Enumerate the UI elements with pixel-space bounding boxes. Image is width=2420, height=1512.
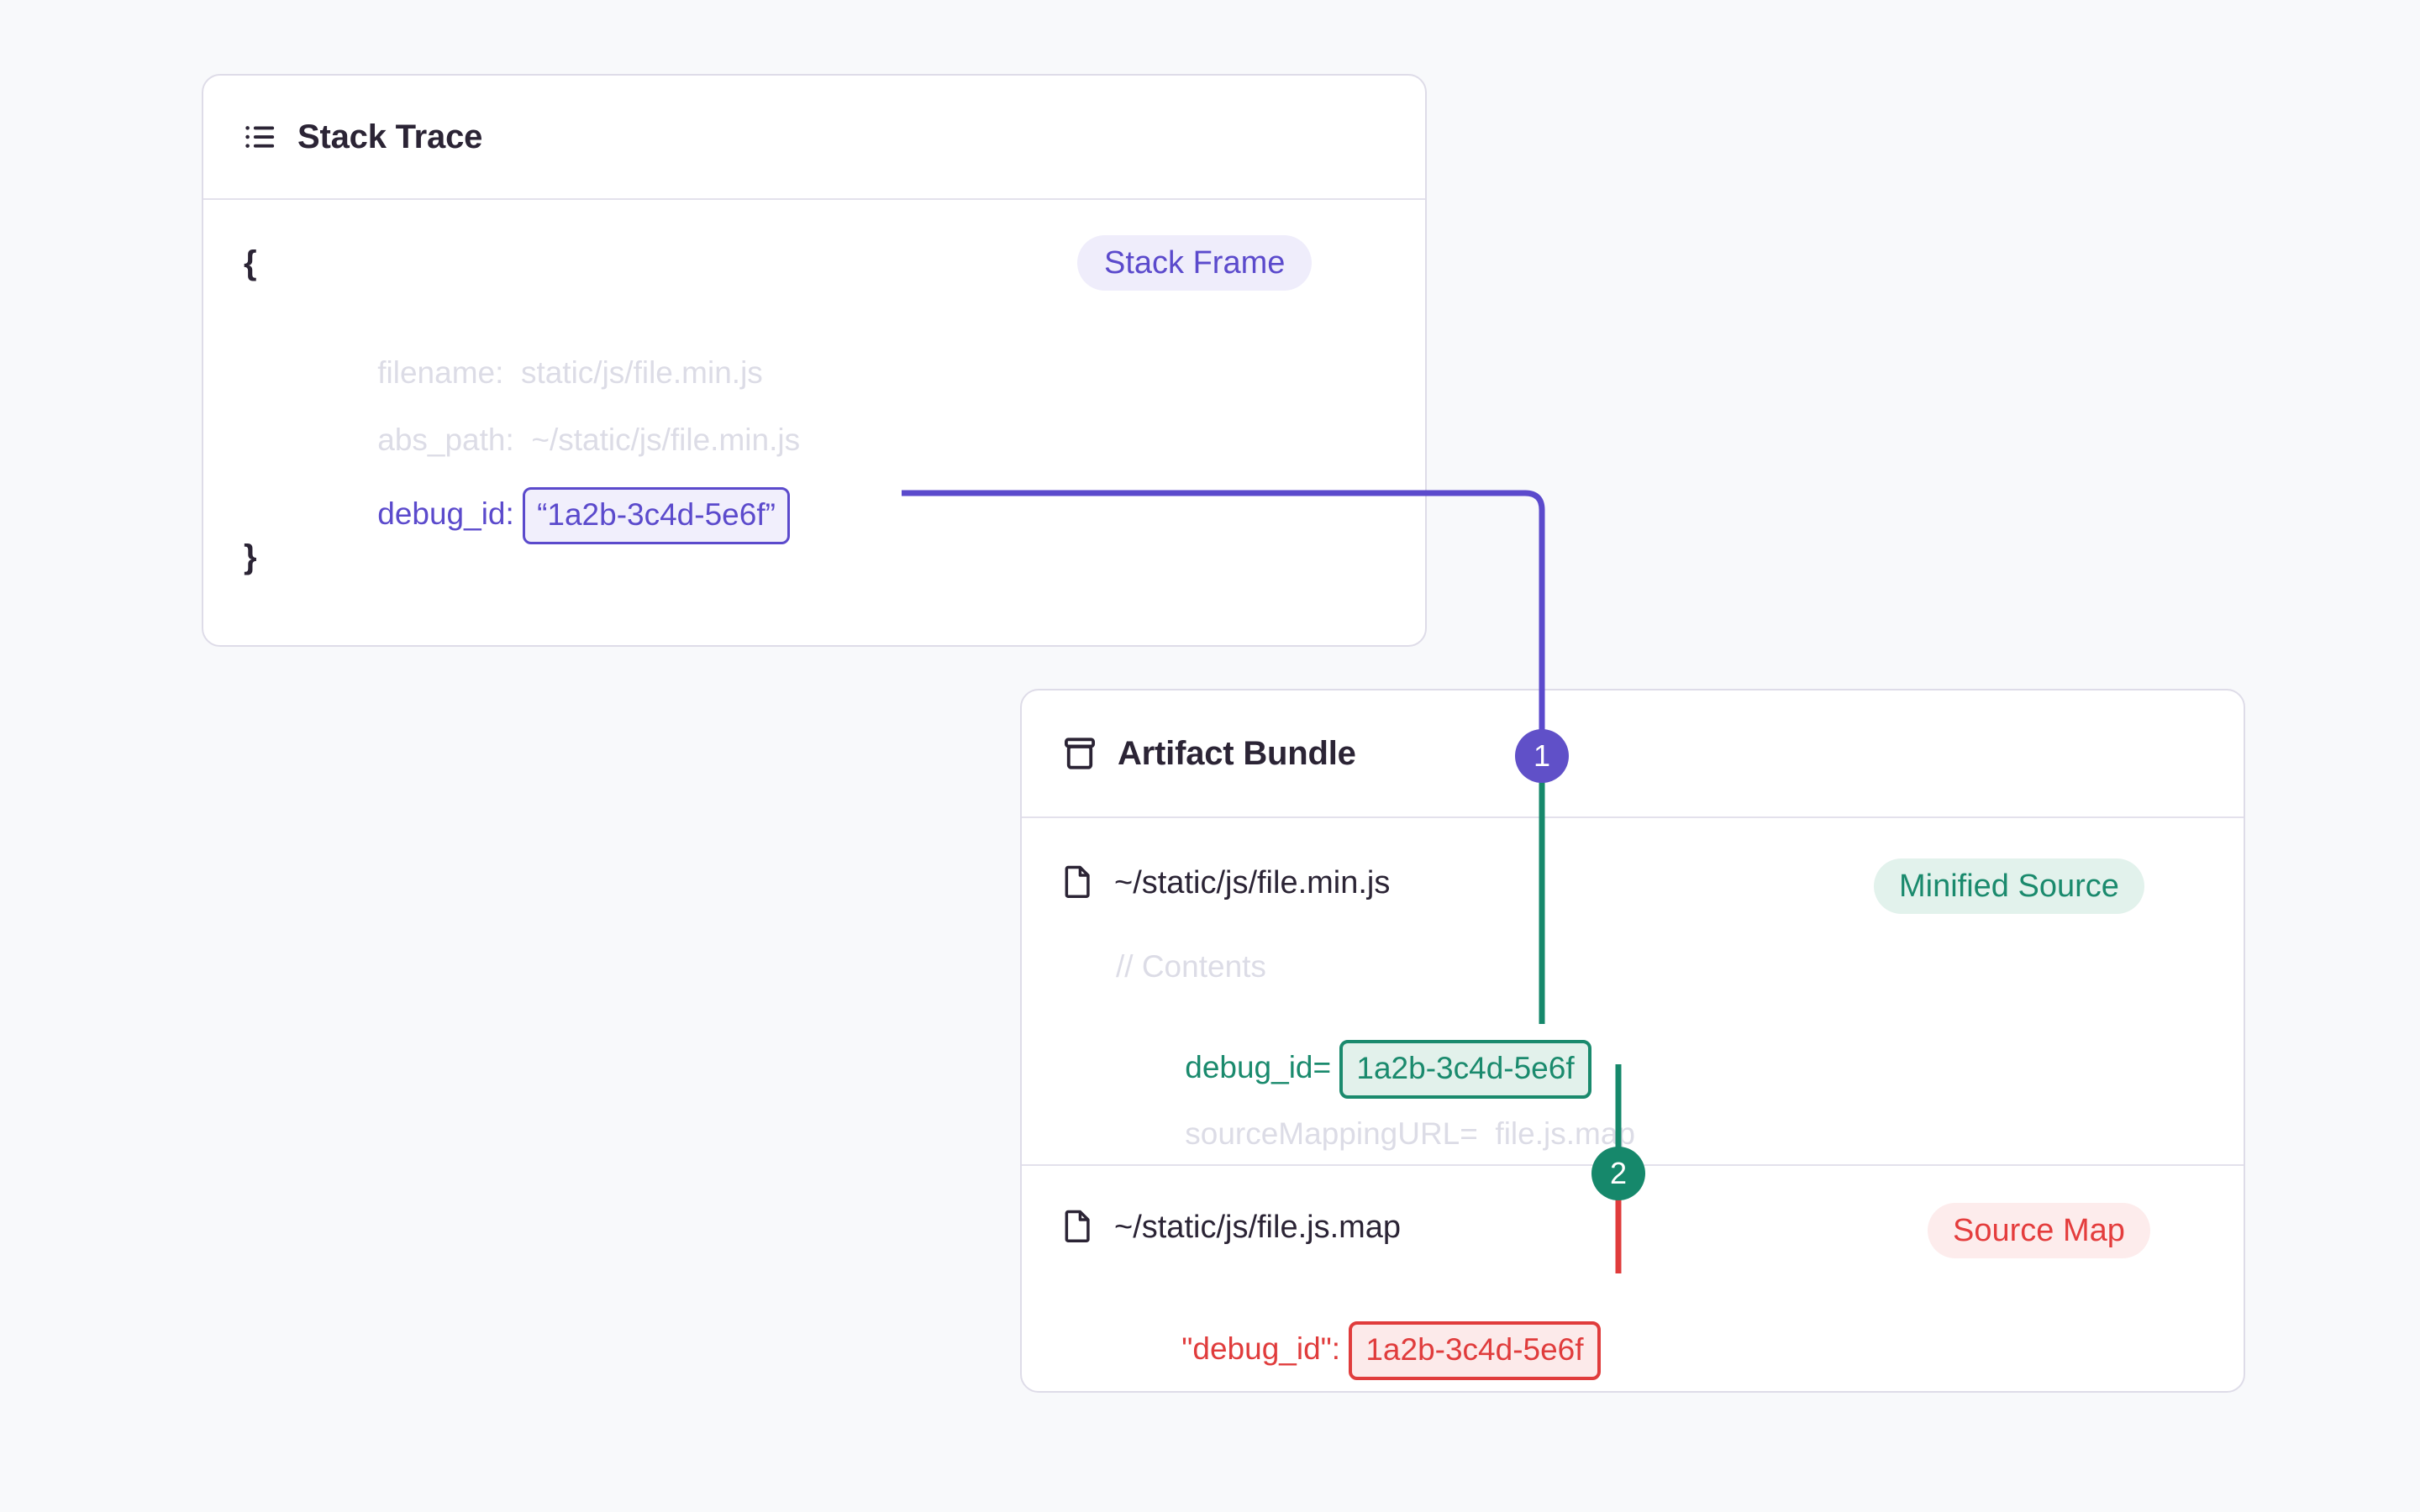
source-mapping-url-line: sourceMappingURL= file.js.map [1116,1087,1635,1180]
artifact-bundle-header: Artifact Bundle [1022,690,2244,818]
source-map-badge: Source Map [1928,1203,2150,1258]
file-icon [1060,864,1096,903]
sourcemap-debug-id-value-chip: 1a2b-3c4d-5e6f [1349,1321,1601,1380]
minified-source-badge: Minified Source [1874,858,2144,914]
minified-debug-id-value-chip: 1a2b-3c4d-5e6f [1339,1040,1591,1099]
artifact-bundle-card: Artifact Bundle ~/static/js/file.min.js … [1020,689,2245,1393]
stack-trace-card: Stack Trace Stack Frame { filename: stat… [202,74,1427,647]
stack-trace-title: Stack Trace [297,118,483,155]
file-icon [1060,1208,1096,1247]
filename-line: filename: static/js/file.min.js [308,326,763,419]
filename-value: static/js/file.min.js [520,355,763,390]
abs-path-value: ~/static/js/file.min.js [531,423,801,457]
archive-box-icon [1060,734,1099,773]
source-map-section: ~/static/js/file.js.map Source Map "debu… [1022,1164,2244,1391]
abs-path-key: abs_path: [377,423,514,457]
artifact-bundle-title: Artifact Bundle [1118,734,1356,772]
minified-file-row: ~/static/js/file.min.js [1060,864,1390,903]
list-icon [242,118,279,155]
abs-path-line: abs_path: ~/static/js/file.min.js [308,393,800,486]
minified-debug-id-line: debug_id= 1a2b-3c4d-5e6f [1116,1009,1591,1130]
step-marker-2: 2 [1591,1147,1645,1200]
stack-trace-body: Stack Frame { filename: static/js/file.m… [203,200,1425,645]
minified-source-section: ~/static/js/file.min.js Minified Source … [1022,818,2244,1164]
debug-id-key: debug_id: [377,496,514,531]
debug-id-line: debug_id: “1a2b-3c4d-5e6f” [308,456,790,575]
minified-debug-id-key: debug_id= [1185,1049,1332,1084]
sourcemap-debug-id-line: "debug_id": 1a2b-3c4d-5e6f [1113,1290,1601,1411]
sourcemap-debug-id-key: "debug_id": [1181,1331,1341,1366]
close-brace: } [244,538,257,575]
debug-id-value-chip: “1a2b-3c4d-5e6f” [523,487,790,544]
minified-file-name: ~/static/js/file.min.js [1114,865,1391,900]
filename-key: filename: [377,355,504,390]
stack-frame-badge: Stack Frame [1077,235,1313,291]
stack-trace-header: Stack Trace [203,76,1425,200]
contents-comment: // Contents [1116,949,1266,984]
step-marker-1: 1 [1515,729,1569,783]
source-mapping-url-value: file.js.map [1495,1116,1635,1151]
open-brace: { [244,244,257,281]
sourcemap-file-name: ~/static/js/file.js.map [1114,1210,1402,1245]
source-mapping-url-key: sourceMappingURL= [1185,1116,1478,1151]
sourcemap-file-row: ~/static/js/file.js.map [1060,1208,1401,1247]
